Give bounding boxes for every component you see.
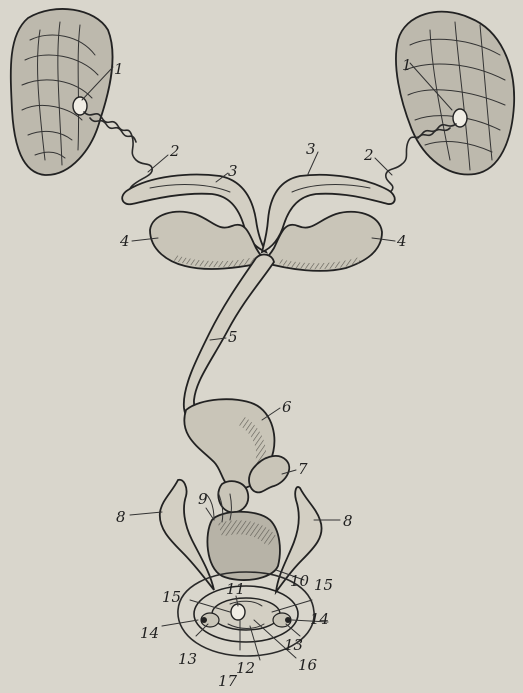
label-2-right: 2 (363, 146, 374, 164)
label-15-left: 15 (162, 588, 181, 606)
right-testis (396, 12, 514, 175)
label-17: 17 (218, 672, 238, 690)
label-8-left: 8 (116, 508, 126, 526)
label-11: 11 (226, 580, 245, 598)
label-7: 7 (298, 460, 308, 478)
label-6: 6 (282, 398, 292, 416)
label-13-right: 13 (284, 636, 303, 654)
label-2-left: 2 (169, 142, 180, 160)
label-12: 12 (236, 659, 255, 677)
label-4-right: 4 (396, 232, 407, 250)
labels: 1 1 2 2 3 3 4 4 5 6 7 8 8 9 10 11 12 13 … (114, 56, 412, 690)
label-13-left: 13 (178, 650, 197, 668)
label-3-right: 3 (306, 140, 316, 158)
label-5: 5 (228, 328, 238, 346)
label-8-right: 8 (343, 512, 353, 530)
label-14-left: 14 (140, 624, 159, 642)
label-15-right: 15 (314, 576, 333, 594)
label-16: 16 (298, 656, 318, 674)
label-1-left: 1 (114, 60, 124, 78)
left-testis (11, 9, 113, 175)
label-10: 10 (290, 572, 310, 590)
label-14-right: 14 (310, 610, 329, 628)
label-9: 9 (198, 490, 208, 508)
label-3-left: 3 (228, 162, 238, 180)
label-1-right: 1 (402, 56, 412, 74)
label-4-left: 4 (119, 232, 130, 250)
